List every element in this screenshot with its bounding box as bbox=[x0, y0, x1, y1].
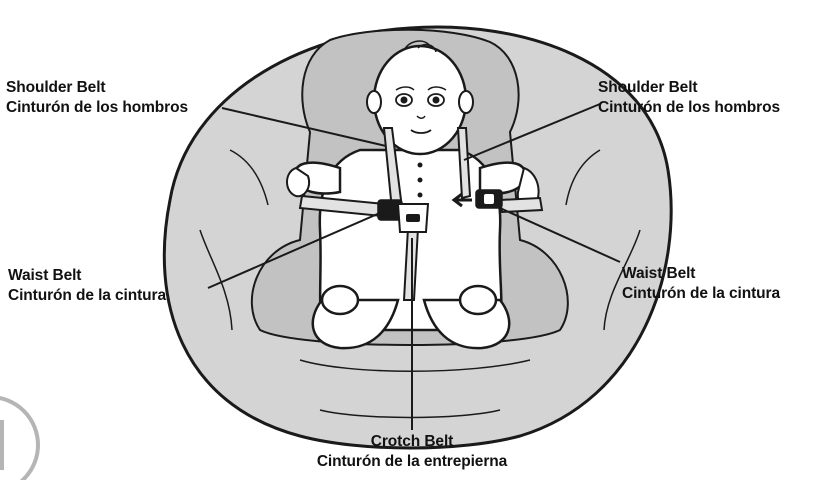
label-shoulder-belt-left: Shoulder Belt Cinturón de los hombros bbox=[6, 78, 188, 118]
label-waist-belt-left: Waist Belt Cinturón de la cintura bbox=[8, 266, 166, 306]
label-shoulder-belt-right-en: Shoulder Belt bbox=[598, 78, 780, 98]
label-waist-belt-right: Waist Belt Cinturón de la cintura bbox=[622, 264, 780, 304]
label-shoulder-belt-right: Shoulder Belt Cinturón de los hombros bbox=[598, 78, 780, 118]
label-waist-belt-right-en: Waist Belt bbox=[622, 264, 780, 284]
label-shoulder-belt-right-es: Cinturón de los hombros bbox=[598, 98, 780, 118]
label-crotch-belt: Crotch Belt Cinturón de la entrepierna bbox=[292, 432, 532, 472]
label-crotch-belt-en: Crotch Belt bbox=[292, 432, 532, 452]
label-waist-belt-left-en: Waist Belt bbox=[8, 266, 166, 286]
label-shoulder-belt-left-es: Cinturón de los hombros bbox=[6, 98, 188, 118]
step-number-circle bbox=[0, 397, 38, 480]
label-waist-belt-right-es: Cinturón de la cintura bbox=[622, 284, 780, 304]
label-waist-belt-left-es: Cinturón de la cintura bbox=[8, 286, 166, 306]
label-crotch-belt-es: Cinturón de la entrepierna bbox=[292, 452, 532, 472]
label-shoulder-belt-left-en: Shoulder Belt bbox=[6, 78, 188, 98]
